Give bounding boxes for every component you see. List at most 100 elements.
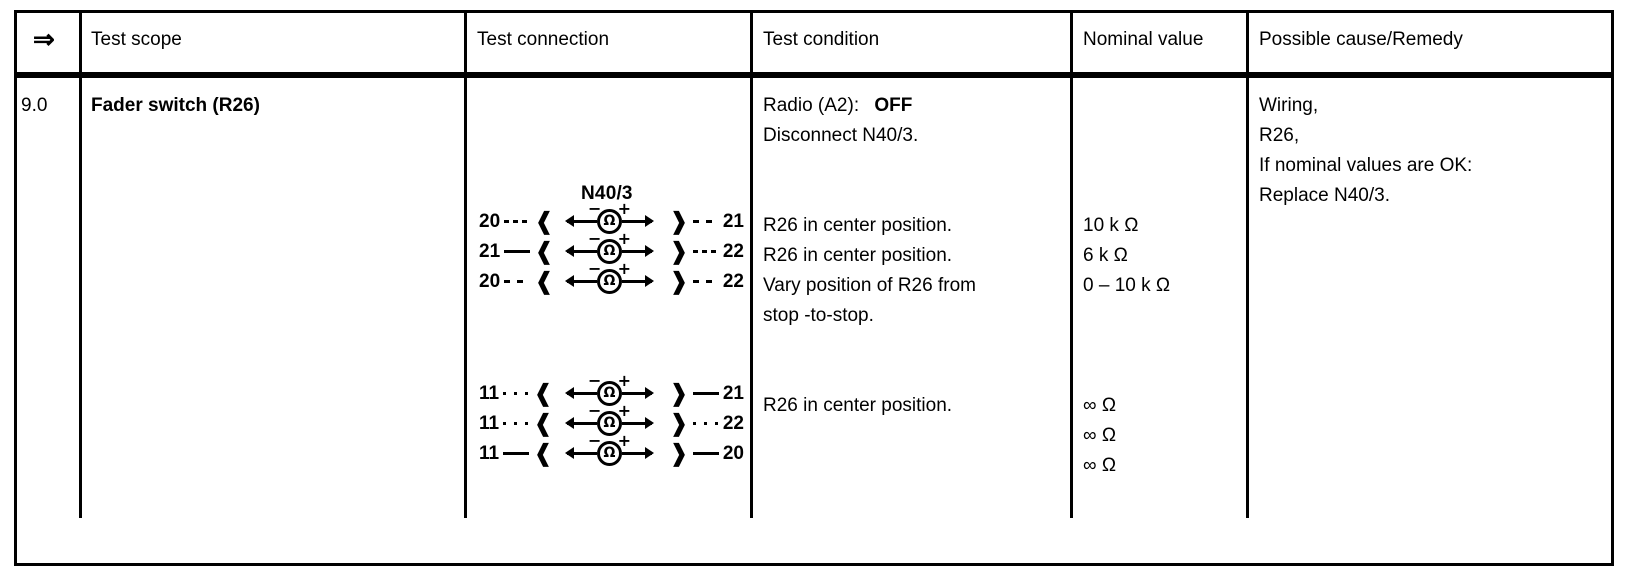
meter-wire-right [622,280,652,283]
terminal-number-right: 22 [722,412,744,434]
socket-left-icon: ❰ [534,237,555,265]
body-divider-4 [1070,78,1073,518]
arrowhead-right-icon [645,387,654,399]
lead-line-left [503,451,530,455]
connection-row: 11❰−+Ω❱20 [469,431,750,468]
terminal-number-left: 11 [479,412,500,434]
lead-line-left [504,219,531,223]
socket-left-icon: ❰ [534,267,555,295]
possible-cause-cell: Wiring, R26, If nominal values are OK: R… [1259,91,1472,211]
lead-line-left [503,421,530,425]
remedy-line-2: R26, [1259,125,1300,146]
meter-body: Ω [597,208,622,234]
body-divider-2 [464,78,467,518]
column-header-nominal-value: Nominal value [1083,29,1204,50]
test-scope-text: Fader switch (R26) [91,95,260,116]
body-divider-5 [1246,78,1249,518]
table-header-row: ⇒ Test scope Test connection Test condit… [17,13,1611,72]
polarity-minus-sign: − [588,431,602,450]
meter-body: Ω [597,410,622,436]
terminal-number-right: 21 [722,210,744,232]
arrowhead-right-icon [645,417,654,429]
polarity-plus-sign: + [617,229,631,248]
polarity-plus-sign: + [617,431,631,450]
arrowhead-left-icon [565,275,574,287]
lead-line-right [692,451,719,455]
terminal-number-left: 20 [479,210,501,232]
test-condition-cell: Radio (A2): OFF Disconnect N40/3. R26 in… [763,91,976,421]
polarity-minus-sign: − [588,199,602,218]
terminal-right: ❱ 22 [654,409,750,437]
column-header-test-condition: Test condition [763,29,880,50]
polarity-minus-sign: − [588,401,602,420]
condition-line-2: R26 in center position. [763,245,953,266]
terminal-number-right: 20 [722,442,744,464]
terminal-right: ❱ 20 [654,439,750,467]
omega-symbol: Ω [603,385,616,401]
ohmmeter-icon: −+Ω [565,199,654,236]
lead-line-left [504,249,531,253]
arrowhead-right-icon [645,275,654,287]
condition-line-3b: stop -to-stop. [763,305,874,326]
meter-wire-right [622,452,652,455]
meter-wire-left [567,280,597,283]
condition-line-3a: Vary position of R26 from [763,275,976,296]
diagram-device-label: N40/3 [581,183,633,204]
terminal-right: ❱ 21 [654,379,750,407]
terminal-number-left: 20 [479,270,501,292]
polarity-minus-sign: − [588,259,602,278]
socket-left-icon: ❰ [533,409,554,437]
nominal-value-1: 10 k Ω [1083,215,1139,236]
socket-left-icon: ❰ [533,379,554,407]
ohmmeter-icon: −+Ω [565,371,654,408]
meter-wire-left [567,392,597,395]
column-divider-2 [464,13,467,72]
header-separator [17,72,1611,78]
polarity-minus-sign: − [588,371,602,390]
test-table: ⇒ Test scope Test connection Test condit… [14,10,1614,566]
meter-wire-right [622,250,652,253]
meter-wire-left [567,250,597,253]
terminal-left: 21❰ [469,237,565,265]
arrowhead-right-icon [645,447,654,459]
polarity-plus-sign: + [617,401,631,420]
meter-body: Ω [597,440,622,466]
terminal-right: ❱21 [654,209,750,233]
meter-body: Ω [597,380,622,406]
socket-right-icon: ❱ [668,379,689,407]
arrowhead-left-icon [565,447,574,459]
arrowhead-left-icon [565,417,574,429]
remedy-line-4: Replace N40/3. [1259,185,1390,206]
terminal-number-right: 21 [722,382,744,404]
condition-line-1: R26 in center position. [763,215,953,236]
terminal-left: 11❰ [469,379,565,407]
column-divider-1 [79,13,82,72]
omega-symbol: Ω [603,213,616,229]
socket-left-icon: ❰ [534,207,555,235]
column-header-test-connection: Test connection [477,29,610,50]
terminal-right: ❱22 [654,269,750,293]
arrowhead-right-icon [645,245,654,257]
connection-row: 21❰−+Ω❱22 [469,229,750,266]
terminal-left: 20 ❰ [469,267,565,295]
meter-body: Ω [597,238,622,264]
column-divider-3 [750,13,753,72]
row-number: 9.0 [21,95,48,116]
meter-wire-left [567,220,597,223]
omega-symbol: Ω [603,445,616,461]
socket-right-icon: ❱ [668,409,689,437]
connection-row: 11❰−+Ω❱21 [469,371,750,408]
omega-symbol: Ω [603,415,616,431]
terminal-number-right: 22 [722,270,744,292]
terminal-number-right: 22 [722,240,744,262]
remedy-line-1: Wiring, [1259,95,1319,116]
polarity-plus-sign: + [617,371,631,390]
socket-right-icon: ❱ [668,439,689,467]
condition-radio-label: Radio (A2): [763,95,860,116]
terminal-left: 11 ❰ [469,409,565,437]
meter-body: Ω [597,268,622,294]
arrow-icon: ⇒ [33,24,55,54]
column-divider-5 [1246,13,1249,72]
column-header-possible-cause: Possible cause/Remedy [1259,29,1463,50]
